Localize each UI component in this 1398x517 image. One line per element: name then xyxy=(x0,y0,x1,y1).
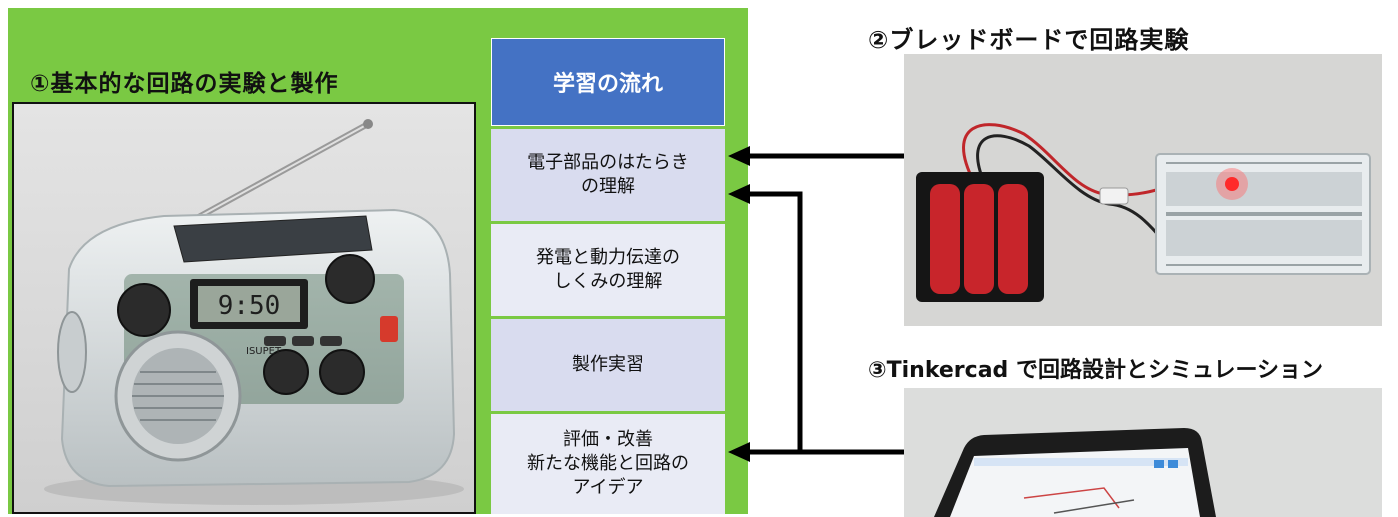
volume-knob xyxy=(325,254,375,304)
led xyxy=(1225,177,1239,191)
power-switch xyxy=(380,316,398,342)
flow-header: 学習の流れ xyxy=(491,38,725,126)
flow-item-evaluation: 評価・改善 新たな機能と回路の アイデア xyxy=(491,414,725,514)
lcd-display xyxy=(198,286,300,322)
flow-item-practice: 製作実習 xyxy=(491,319,725,411)
battery-2 xyxy=(964,184,994,294)
tuning-knob xyxy=(117,283,171,337)
radio-photo: 9:50 ISUPET xyxy=(12,102,476,514)
solar-panel xyxy=(173,215,373,263)
brand-label: ISUPET xyxy=(246,346,282,357)
tinkercad-photo xyxy=(904,388,1382,517)
step2-title: ②ブレッドボードで回路実験 xyxy=(868,26,1190,54)
battery-3 xyxy=(998,184,1028,294)
breadboard-photo xyxy=(904,54,1382,326)
clock-digits: 9:50 xyxy=(218,291,281,321)
arrow-branch xyxy=(748,191,803,452)
flow-item-power: 発電と動力伝達の しくみの理解 xyxy=(491,224,725,316)
flow-item-components: 電子部品のはたらき の理解 xyxy=(491,129,725,221)
learning-flow: 学習の流れ 電子部品のはたらき の理解 発電と動力伝達の しくみの理解 製作実習… xyxy=(491,38,725,514)
battery-1 xyxy=(930,184,960,294)
step3-title: ③Tinkercad で回路設計とシミュレーション xyxy=(868,358,1324,383)
step1-title: ①基本的な回路の実験と製作 xyxy=(30,71,339,97)
